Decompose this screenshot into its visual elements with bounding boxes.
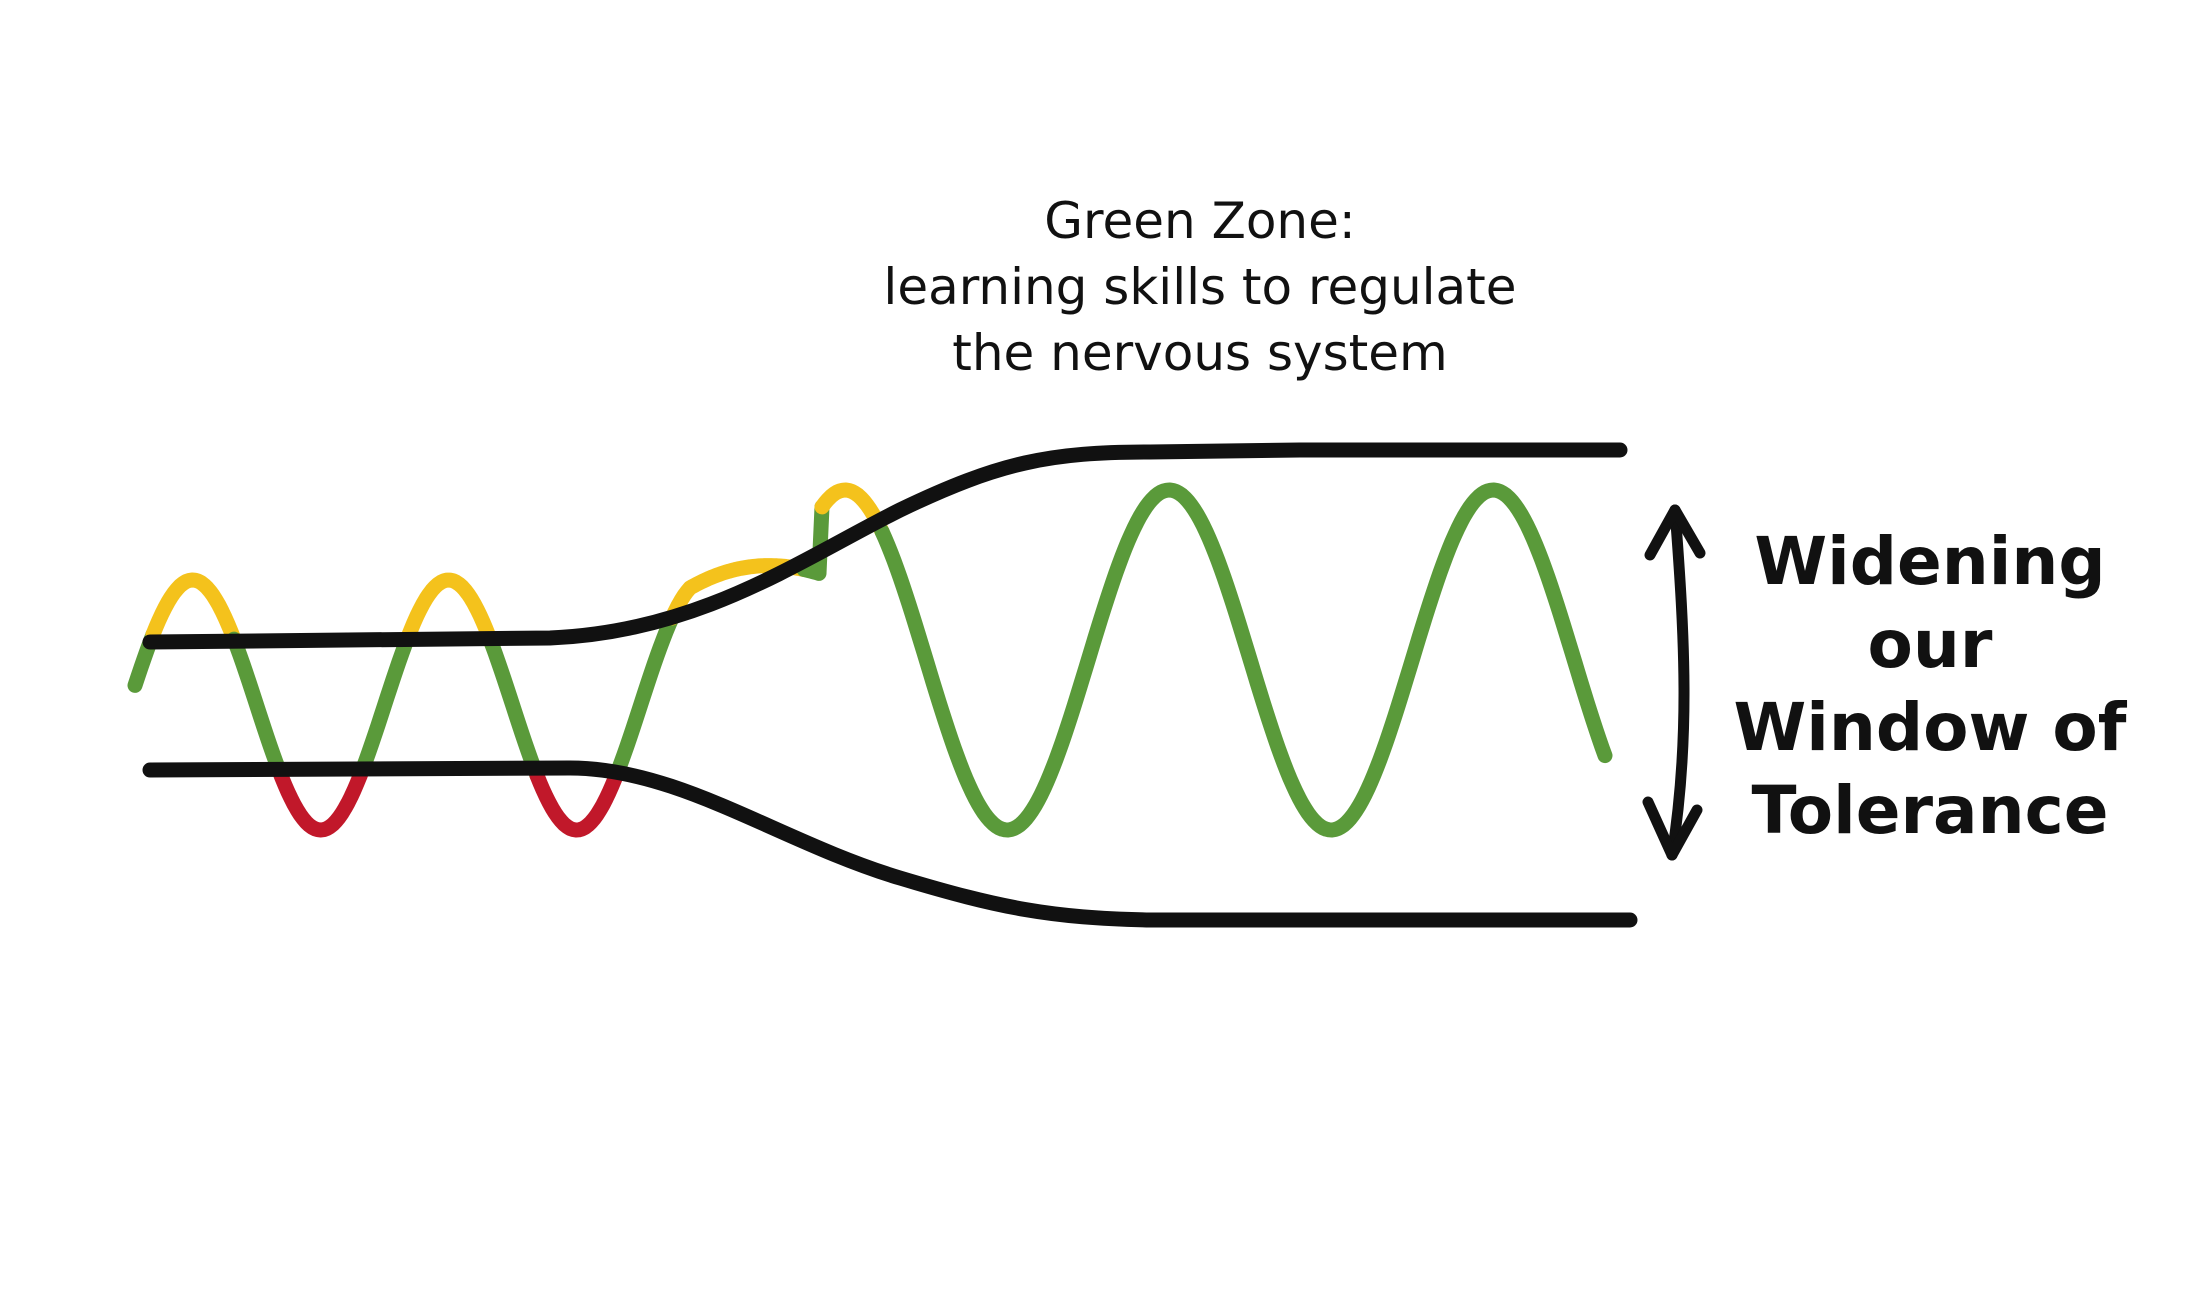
side-label-line-4: Tolerance [1751, 772, 2109, 849]
wave-segment-red [529, 763, 626, 838]
wave-segment-green [610, 610, 680, 779]
wave-segment-yellow [145, 572, 242, 647]
upper-boundary-line [142, 442, 1628, 650]
side-label-line-2: our [1867, 606, 1993, 683]
arousal-wave [127, 482, 1613, 838]
caption-line-3: the nervous system [952, 324, 1448, 382]
green-zone-caption: Green Zone: learning skills to regulate … [700, 188, 1700, 386]
side-label-line-3: Window of [1733, 689, 2127, 766]
width-arrow-icon [1642, 504, 1706, 861]
caption-line-1: Green Zone: [1044, 192, 1356, 250]
widening-window-label: Widening our Window of Tolerance [1680, 520, 2180, 852]
lower-boundary-line [142, 760, 1638, 928]
wave-segment-green [874, 482, 1613, 838]
wave-segment-green [796, 499, 830, 581]
wave-segment-green [226, 631, 287, 778]
wave-segment-yellow [814, 482, 890, 539]
side-label-line-1: Widening [1754, 523, 2106, 600]
wave-segment-green [355, 629, 416, 776]
wave-segment-red [271, 760, 371, 838]
wave-segment-yellow [400, 572, 500, 652]
caption-line-2: learning skills to regulate [883, 258, 1517, 316]
wave-segment-green [484, 637, 545, 783]
